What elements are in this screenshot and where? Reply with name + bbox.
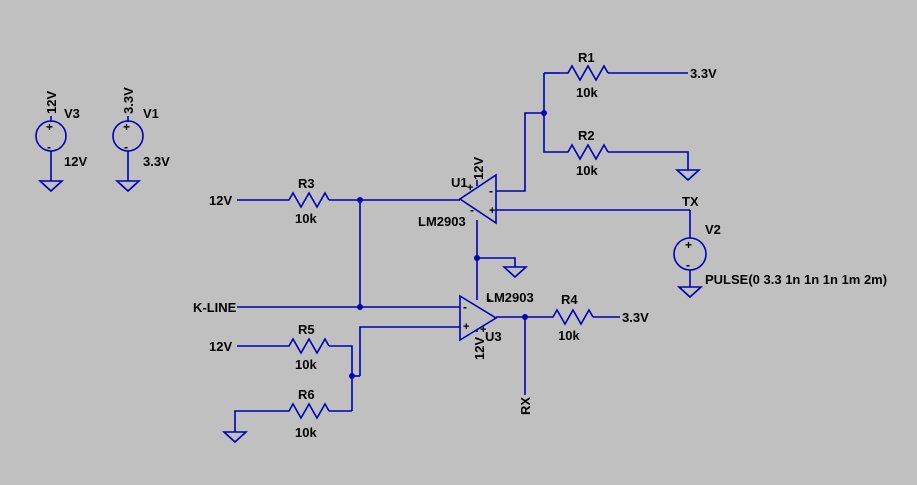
r3-name-label: R3 [298,176,315,191]
r4-value-label: 10k [558,328,580,343]
u1-plus-pin-mark: + [489,205,495,217]
resistor-r4[interactable] [545,308,594,326]
v3-minus-mark: - [47,140,51,154]
wire [234,326,460,432]
u3-minus-pin-mark: - [463,300,467,314]
r6-value-label: 10k [295,425,317,440]
v3-plus-mark: + [46,120,53,134]
u3-plus-pin-mark: + [480,324,486,336]
junction-dot [349,373,355,379]
r1-supply-net-label: 3.3V [690,66,717,81]
ground-symbol [221,431,249,444]
r6-name-label: R6 [298,387,315,402]
v3-value-label: 12V [64,154,87,169]
u1-minus-pin-mark: - [489,184,493,198]
u1-name-label: U1 [451,175,468,190]
v1-plus-mark: + [123,120,130,134]
u3-supply-label: 12V [472,337,487,360]
ground-symbol [676,286,704,299]
r5-value-label: 10k [295,357,317,372]
wire [237,199,460,308]
kline-net-label: K-LINE [193,300,237,315]
wire [476,209,691,300]
r3-value-label: 10k [295,211,317,226]
junction-dot [357,304,363,310]
junction-dot [357,197,363,203]
ground-symbol [501,266,529,279]
r5-name-label: R5 [298,322,315,337]
r2-value-label: 10k [576,163,598,178]
v1-minus-mark: - [124,140,128,154]
u1-part-label: LM2903 [418,214,466,229]
junction-dot [474,255,480,261]
r5-supply-net-label: 12V [209,339,232,354]
v1-value-label: 3.3V [143,154,170,169]
resistor-r1[interactable] [560,64,609,82]
wire [496,72,689,192]
resistor-r3[interactable] [281,191,330,209]
r2-name-label: R2 [578,128,595,143]
v2-plus-mark: + [685,238,692,252]
u3-plus-pin-mark: + [463,321,469,333]
source-v2[interactable]: + - [673,237,707,272]
ground-symbol [114,180,142,193]
comparator-u3[interactable] [459,294,498,342]
source-v1[interactable]: + - [112,116,144,181]
r1-value-label: 10k [576,85,598,100]
resistor-r2[interactable] [560,143,609,161]
r4-name-label: R4 [561,292,578,307]
v3-node-label: 12V [44,91,59,114]
v1-node-label: 3.3V [121,87,136,114]
r4-supply-net-label: 3.3V [622,310,649,325]
u1-minus-pin-mark: - [470,203,474,217]
v2-name-label: V2 [705,222,721,237]
v2-minus-mark: - [686,258,690,272]
tx-net-label: TX [682,194,699,209]
ground-symbol [37,180,65,193]
resistor-r5[interactable] [281,337,330,355]
r3-supply-net-label: 12V [209,193,232,208]
v2-value-label: PULSE(0 3.3 1n 1n 1n 1m 2m) [705,272,887,287]
resistor-r6[interactable] [281,402,330,420]
comparator-u1[interactable] [458,173,497,225]
rx-net-label: RX [518,397,533,415]
v1-name-label: V1 [143,106,159,121]
u3-minus-pin-mark: - [487,292,491,306]
u1-supply-label: 12V [471,157,486,180]
junction-dot [541,110,547,116]
u1-plus-pin-mark: + [467,182,473,194]
wire [496,316,620,395]
ground-symbol [674,169,702,182]
source-v3[interactable]: + - [35,116,67,181]
junction-dot [522,314,528,320]
u3-name-label: U3 [485,329,502,344]
v3-name-label: V3 [64,106,80,121]
u3-part-label: LM2903 [486,290,534,305]
r1-name-label: R1 [578,50,595,65]
